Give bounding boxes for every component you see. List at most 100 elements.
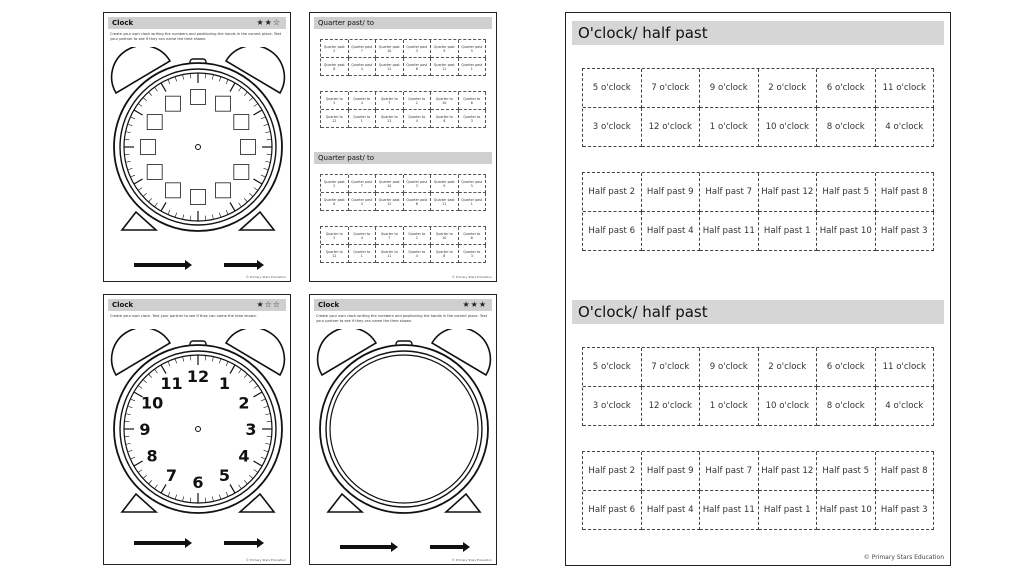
table-cell: 2 o'clock xyxy=(758,69,817,108)
table-cell: 2 o'clock xyxy=(758,348,817,387)
clock-number: 1 xyxy=(219,374,230,393)
worksheet-title: Clock xyxy=(318,301,340,309)
table-cell: Half past 2 xyxy=(583,173,642,212)
table-cell: Half past 1 xyxy=(758,212,817,251)
table-cell: Half past 6 xyxy=(583,212,642,251)
section-header: Quarter past/ to xyxy=(314,17,492,29)
clock-number: 5 xyxy=(219,466,230,485)
arrow-icon xyxy=(134,538,192,548)
section-header: O'clock/ half past xyxy=(572,21,944,45)
table-cell: Half past 9 xyxy=(641,452,700,491)
table-cell: 4 o'clock xyxy=(875,387,934,426)
table-cell: 8 o'clock xyxy=(817,387,876,426)
table-cell: Half past 5 xyxy=(817,452,876,491)
copyright-footer: © Primary Stars Education xyxy=(863,554,944,561)
table-cell: 11 o'clock xyxy=(875,348,934,387)
table-cell: Half past 11 xyxy=(700,212,759,251)
alarm-clock-icon xyxy=(110,47,286,232)
table-cell: 1 o'clock xyxy=(700,108,759,147)
table-cell: 1 o'clock xyxy=(700,387,759,426)
clock-number: 3 xyxy=(245,420,256,439)
difficulty-stars: ★★☆ xyxy=(256,18,281,27)
table-cell: Half past 7 xyxy=(700,452,759,491)
clock-number: 10 xyxy=(141,394,163,413)
table-cell: 5 o'clock xyxy=(583,69,642,108)
table-cell: Half past 11 xyxy=(700,491,759,530)
clock-number: 12 xyxy=(187,367,209,386)
table-cell: 10 o'clock xyxy=(758,108,817,147)
table-cell: 3 o'clock xyxy=(583,108,642,147)
section-header: O'clock/ half past xyxy=(572,300,944,324)
difficulty-stars: ★★★ xyxy=(462,300,487,309)
table-cell: 9 o'clock xyxy=(700,348,759,387)
table-cell: Half past 7 xyxy=(700,173,759,212)
worksheet-instructions: Create your own clock writing the number… xyxy=(110,32,281,42)
worksheet-instructions: Create your own clock writing the number… xyxy=(316,314,487,324)
table-cell: 7 o'clock xyxy=(641,69,700,108)
table-cell: 3 o'clock xyxy=(583,387,642,426)
table-cell: Half past 6 xyxy=(583,491,642,530)
table-cell: Half past 1 xyxy=(758,491,817,530)
table-cell: 5 o'clock xyxy=(583,348,642,387)
table-cell: Half past 5 xyxy=(817,173,876,212)
clock-number: 4 xyxy=(238,447,249,466)
clock-number: 8 xyxy=(147,447,158,466)
clock-number: 2 xyxy=(238,394,249,413)
copyright-footer: © Primary Stars Education xyxy=(245,275,286,279)
table-cell: Half past 12 xyxy=(758,452,817,491)
section-header: Quarter past/ to xyxy=(314,152,492,164)
table-cell: 6 o'clock xyxy=(817,348,876,387)
arrow-icon xyxy=(224,538,264,548)
worksheet-title: Clock xyxy=(112,19,134,27)
clock-worksheet-blank: Clock ★★★ Create your own clock writing … xyxy=(309,294,497,565)
worksheet-instructions: Create your own clock. Test your partner… xyxy=(110,314,258,318)
table-cell: 10 o'clock xyxy=(758,387,817,426)
table-cell: Half past 3 xyxy=(875,212,934,251)
table-cell: 12 o'clock xyxy=(641,108,700,147)
table-cell: Half past 12 xyxy=(758,173,817,212)
arrow-icon xyxy=(340,542,398,552)
clock-number: 11 xyxy=(160,374,182,393)
table-cell: Half past 4 xyxy=(641,491,700,530)
table-cell: 7 o'clock xyxy=(641,348,700,387)
clock-worksheet-boxes: Clock ★★☆ Create your own clock writing … xyxy=(103,12,291,282)
table-cell: 12 o'clock xyxy=(641,387,700,426)
